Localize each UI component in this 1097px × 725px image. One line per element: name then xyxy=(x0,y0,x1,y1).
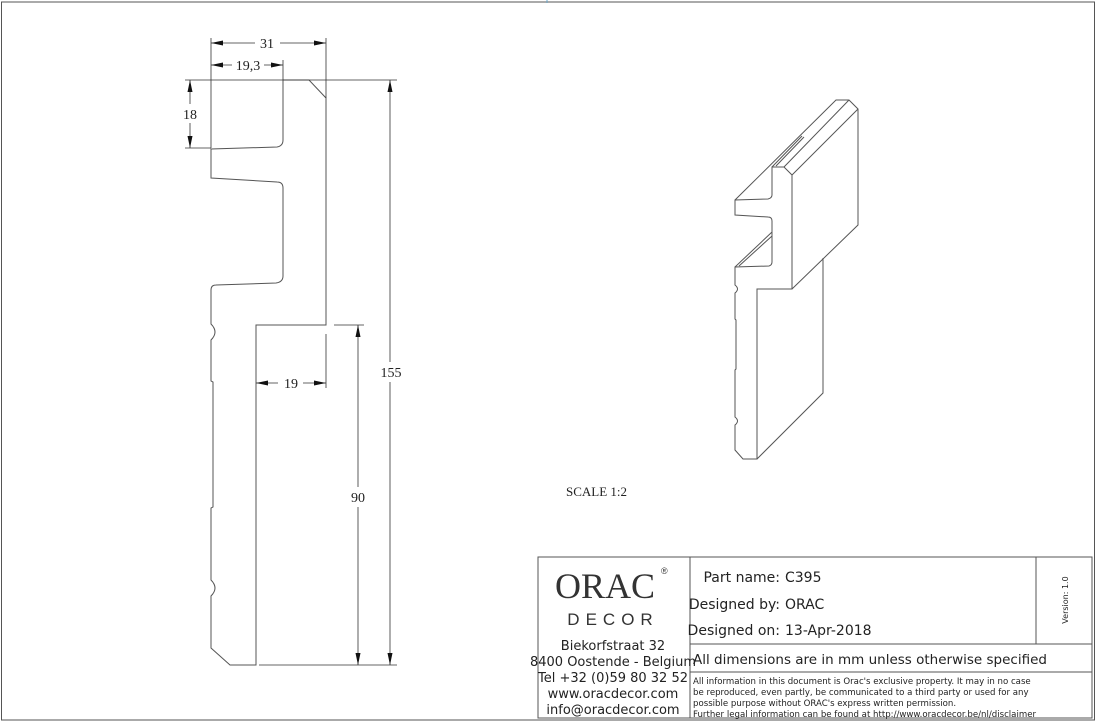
dim-width-groove: 19,3 xyxy=(236,59,261,74)
title-block: ORAC ® DECOR Biekorfstraat 32 8400 Ooste… xyxy=(530,556,1093,720)
dim-width-total: 31 xyxy=(260,37,274,52)
dimension-lines: 31 19,3 18 155 90 19 xyxy=(183,37,402,666)
isometric-view xyxy=(734,99,859,460)
part-name-value: C395 xyxy=(785,570,822,586)
dim-width-lower: 19 xyxy=(284,377,298,392)
legal-line: be reproduced, even partly, be communica… xyxy=(693,688,1029,698)
dim-height-total: 155 xyxy=(381,366,402,381)
logo-main: ORAC xyxy=(555,566,655,606)
profile-section-view xyxy=(210,79,327,666)
dim-height-lower: 90 xyxy=(351,491,365,506)
logo-sub: DECOR xyxy=(567,610,658,629)
legal-line: possible purpose without ORAC's express … xyxy=(693,699,956,709)
designed-on-value: 13-Apr-2018 xyxy=(785,623,872,639)
scale-label: SCALE 1:2 xyxy=(566,484,627,499)
units-note: All dimensions are in mm unless otherwis… xyxy=(693,652,1047,668)
orac-decor-logo: ORAC ® DECOR xyxy=(555,566,668,629)
legal-line: Further legal information can be found a… xyxy=(693,710,1036,720)
address-line: Biekorfstraat 32 xyxy=(561,639,665,654)
email-link: info@oracdecor.com xyxy=(546,703,679,718)
address-line: 8400 Oostende - Belgium xyxy=(530,655,696,670)
legal-notice: All information in this document is Orac… xyxy=(693,677,1036,720)
website-link: www.oracdecor.com xyxy=(548,687,679,702)
dim-height-top: 18 xyxy=(183,108,197,123)
part-name-label: Part name: xyxy=(703,570,780,586)
logo-registered: ® xyxy=(661,566,668,576)
version-label: Version: 1.0 xyxy=(1061,576,1070,623)
designed-on-label: Designed on: xyxy=(688,623,780,639)
company-address: Biekorfstraat 32 8400 Oostende - Belgium… xyxy=(530,639,696,718)
legal-line: All information in this document is Orac… xyxy=(693,677,1031,687)
designed-by-value: ORAC xyxy=(785,597,825,613)
designed-by-label: Designed by: xyxy=(689,597,780,613)
address-line: Tel +32 (0)59 80 32 52 xyxy=(537,671,688,686)
